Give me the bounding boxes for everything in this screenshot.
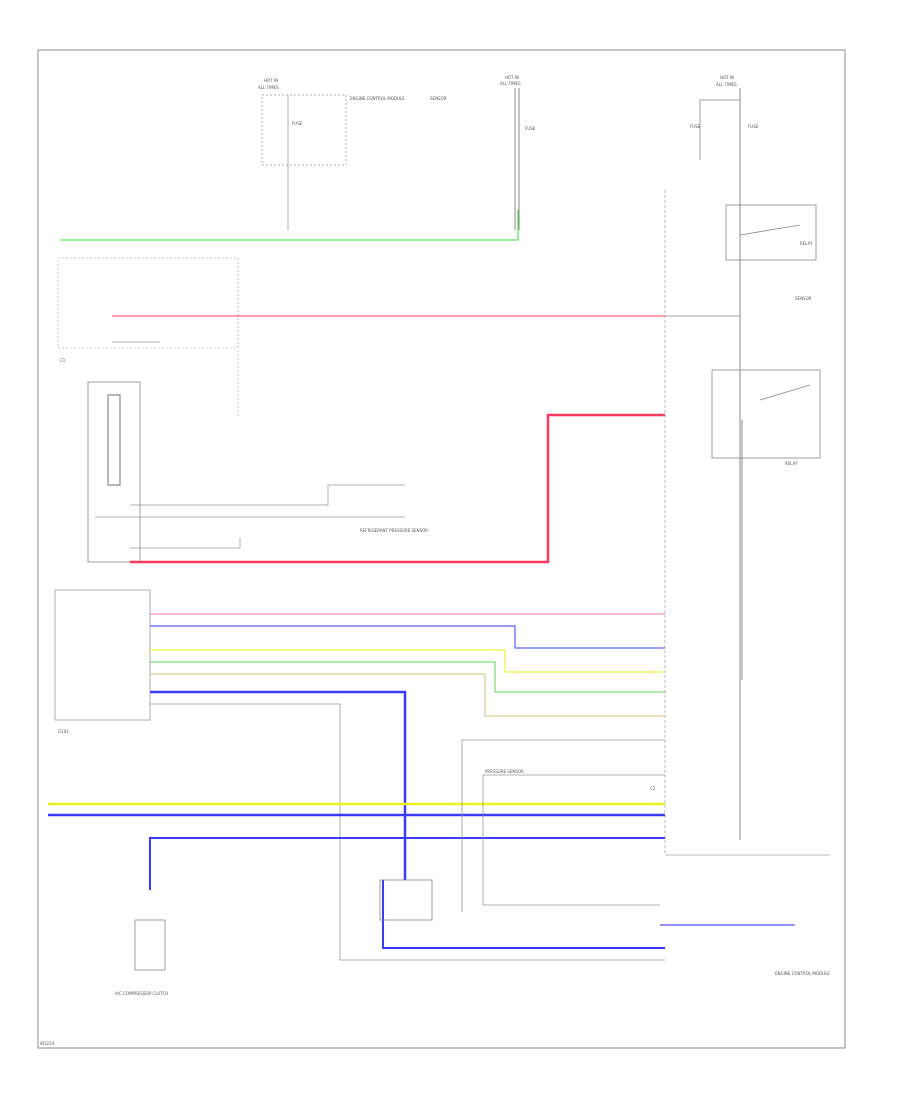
left-component: C1 G101 [54,257,239,734]
hot-sub-mid: ALL TIMES [500,81,521,86]
wire-green-top [60,210,519,241]
fuse-left-label: FUSE [292,121,303,126]
wire-blue-1 [150,625,665,649]
corner-id: W1234 [40,1041,55,1046]
fuse-right-label: FUSE [690,124,701,129]
hot-sub-left: ALL TIMES [258,85,279,90]
relay-group: RELAY SENSOR RELAY [711,204,821,680]
sensor-label: SENSOR [795,296,812,301]
connector-right-label: C2 [650,786,656,791]
mid-components: PRESSURE SENSOR REFRIGERANT PRESSURE SEN… [360,528,524,921]
connector-left-label: C1 [60,358,66,363]
fuse-right2-label: FUSE [748,124,759,129]
hot-label-right: HOT IN [720,75,734,80]
fuse-box-left: HOT IN ALL TIMES FUSE ENGINE CONTROL MOD… [258,78,405,230]
bottom-left-label: A/C COMPRESSOR CLUTCH [115,991,168,996]
wire-tan [150,673,665,717]
relay-1-label: RELAY [800,241,813,246]
wire-red-thick [130,413,665,564]
ecm-note-left: ENGINE CONTROL MODULE [350,96,405,101]
mid-box-label: SENSOR [430,96,447,101]
mid-component-1: PRESSURE SENSOR [485,769,524,774]
fuse-mid: HOT IN ALL TIMES FUSE SENSOR [430,75,536,230]
wires [48,210,795,961]
wire-blue-4 [382,880,665,949]
wire-yellow-1 [150,649,665,673]
fuse-right: HOT IN ALL TIMES FUSE FUSE [664,75,830,856]
ground-label: G101 [58,729,69,734]
bottom-left-component: A/C COMPRESSOR CLUTCH [115,919,168,996]
frame-border [37,49,846,1049]
hot-label-left: HOT IN [264,78,278,83]
relay-2-label: RELAY [785,461,798,466]
wire-gray-long [150,703,665,961]
hot-sub-right: ALL TIMES [716,82,737,87]
wire-blue-thick [150,690,407,880]
mid-component-2: REFRIGERANT PRESSURE SENSOR [360,528,428,533]
bottom-right-label: ENGINE CONTROL MODULE [775,971,830,976]
wire-darkgreen [150,661,665,693]
wire-blue-3 [149,837,665,890]
fuse-mid-label: FUSE [525,126,536,131]
hot-label-mid: HOT IN [505,75,519,80]
